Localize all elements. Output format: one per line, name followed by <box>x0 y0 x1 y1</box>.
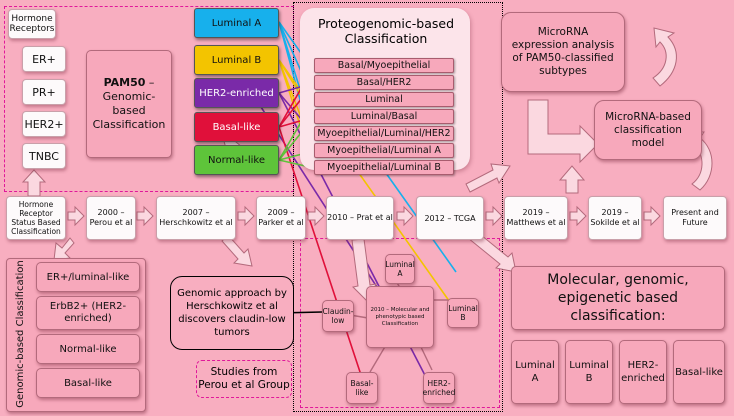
subtype-luminal-b: Luminal B <box>194 45 279 75</box>
prat-luminal-b: Luminal B <box>447 298 479 328</box>
arrow-t6 <box>485 205 503 227</box>
pam50-title-rest: – Genomic-based Classification <box>92 76 166 131</box>
timeline-prat: 2010 – Prat et al <box>326 196 394 240</box>
subtype-her2-enriched: HER2-enriched <box>194 78 279 108</box>
molecular-luminal-b: Luminal B <box>565 340 613 404</box>
line-basal-4 <box>278 126 363 379</box>
timeline-sokilde: 2019 – Sokilde et al <box>588 196 642 240</box>
perou-group-label: Studies from Perou et al Group <box>196 360 292 398</box>
arrow-t2 <box>136 205 154 227</box>
arrow-t8 <box>643 205 661 227</box>
proteo-item-basal-myoepithelial: Basal/Myoepithelial <box>314 58 454 73</box>
subtype-normal-like: Normal-like <box>194 145 279 175</box>
timeline-hormone: Hormone Receptor Status Based Classifica… <box>6 196 66 240</box>
herschkowitz-note: Genomic approach by Herschkowitz et al d… <box>170 276 294 350</box>
timeline-matthews: 2019 – Matthews et al <box>504 196 568 240</box>
prat-frame <box>300 238 500 408</box>
timeline-herschkowitz: 2007 – Herschkowitz et al <box>156 196 236 240</box>
subtype-luminal-a: Luminal A <box>194 8 279 38</box>
arrow-curve-top <box>652 27 677 87</box>
proteo-item-myo-luminal-a: Myoepithelial/Luminal A <box>314 143 454 158</box>
genomic-item-er-luminal: ER+/luminal-like <box>36 262 140 292</box>
arrow-down-genomic <box>53 237 75 261</box>
genomic-item-erbb2: ErbB2+ (HER2-enriched) <box>36 296 140 330</box>
prat-claudin-low: Claudin-low <box>322 300 354 332</box>
arrow-l-shape <box>527 99 599 164</box>
arrow-t5 <box>396 205 414 227</box>
arrow-up-microrna <box>465 163 511 193</box>
timeline-present-future: Present and Future <box>663 196 727 240</box>
timeline-perou: 2000 – Perou et al <box>86 196 136 240</box>
timeline-tcga: 2012 – TCGA <box>416 196 484 240</box>
proteo-item-myo-luminal-her2: Myoepithelial/Luminal/HER2 <box>314 126 454 141</box>
arrow-t1 <box>67 205 85 227</box>
microrna-model-box: MicroRNA-based classification model <box>594 100 702 160</box>
prat-luminal-a: Luminal A <box>385 254 415 284</box>
proteo-item-basal-her2: Basal/HER2 <box>314 75 454 90</box>
pam50-box: PAM50 – Genomic-based Classification <box>86 50 172 158</box>
proteo-item-myo-luminal-b: Myoepithelial/Luminal B <box>314 160 454 175</box>
proteogenomic-title: Proteogenomic-based Classification <box>317 16 455 46</box>
molecular-basal-like: Basal-like <box>673 340 725 404</box>
prat-her2-enriched: HER2-enriched <box>423 372 455 404</box>
hormone-receptors-title: Hormone Receptors <box>8 9 56 39</box>
hormone-er-box: ER+ <box>22 46 66 72</box>
arrow-t3 <box>237 205 255 227</box>
proteo-item-luminal: Luminal <box>314 92 454 107</box>
molecular-luminal-a: Luminal A <box>511 340 559 404</box>
hormone-pr-box: PR+ <box>22 79 66 105</box>
proteo-item-luminal-basal: Luminal/Basal <box>314 109 454 124</box>
molecular-title-box: Molecular, genomic, epigenetic based cla… <box>511 266 725 330</box>
subtype-basal-like: Basal-like <box>194 112 279 142</box>
arrow-t7 <box>569 205 587 227</box>
genomic-item-basal-like: Basal-like <box>36 368 140 398</box>
hormone-her2-box: HER2+ <box>22 111 66 137</box>
genomic-item-normal-like: Normal-like <box>36 334 140 364</box>
hormone-tnbc-box: TNBC <box>22 143 66 169</box>
molecular-her2-enriched: HER2-enriched <box>619 340 667 404</box>
prat-hub-center: 2010 – Molecular and phenotypic based Cl… <box>366 286 434 348</box>
arrow-up-hormone <box>21 169 47 197</box>
prat-basal-like: Basal-like <box>346 372 378 404</box>
arrow-up-model <box>558 165 586 194</box>
arrow-t4 <box>307 205 325 227</box>
timeline-parker: 2009 – Parker et al <box>256 196 306 240</box>
genomic-vertical-label: Genomic-based Classification <box>14 260 26 408</box>
microrna-analysis-box: MicroRNA expression analysis of PAM50-cl… <box>501 12 625 92</box>
pam50-title-main: PAM50 <box>103 76 146 89</box>
